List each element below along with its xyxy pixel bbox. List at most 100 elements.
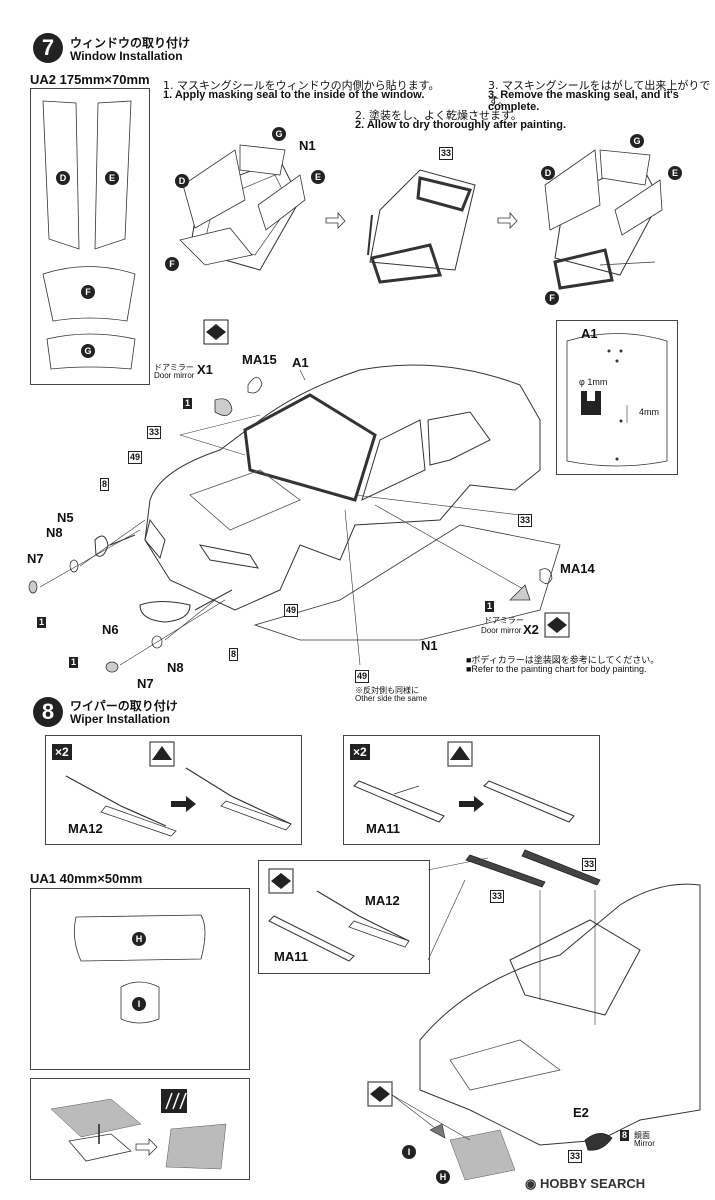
masking-sheet-shapes [42,100,136,370]
step7-instruction-1-jp: 1. マスキングシールをウィンドウの内側から貼ります。 [163,79,440,92]
diamond-marker-x2 [544,612,570,638]
ma11-quantity: ×2 [350,744,370,760]
other-side-note-jp: ※反対側も同様に [355,686,419,695]
step7-instruction-2-jp: 2. 塗装をし、よく乾燥させます。 [355,109,522,122]
color-8-mirror: 8 [620,1130,630,1141]
label-n8-bottom: N8 [167,660,184,675]
a1-roof-inset [556,320,678,475]
ua2-masking-sheet [30,88,150,385]
color-1-x2: 1 [485,601,495,612]
ua1-masking-sheet: H I [30,888,250,1070]
window-1-label-n1: N1 [299,138,316,153]
step7-instruction-3-en: 3. Remove the masking seal, and it's com… [488,89,679,113]
sheet-part-g: G [81,344,95,358]
step7-instruction-1-en: 1. Apply masking seal to the inside of t… [163,89,425,101]
ma12-label-panel: MA12 [68,821,103,836]
window-3-part-e: E [668,166,682,180]
window-1-part-d: D [175,174,189,188]
color-33-windshield: 33 [147,426,162,439]
sheet-part-f: F [81,285,95,299]
ua2-sheet-label: UA2 175mm×70mm [30,72,150,87]
color-1-n7: 1 [37,617,47,628]
label-n5: N5 [57,510,74,525]
window-3-part-g: G [630,134,644,148]
a1-inset-title: A1 [581,326,598,341]
window-1-part-f: F [165,257,179,271]
a1-roof-shape [566,333,668,467]
window-3-part-d: D [541,166,555,180]
wiper-assembly-panel: MA12 MA11 [258,860,430,974]
label-e2: E2 [573,1105,589,1120]
window-2-color-33: 33 [439,147,454,160]
watermark-logo-icon: ◉ [525,1176,540,1191]
ma11-label-panel: MA11 [366,821,400,836]
body-color-note-en: ■Refer to the painting chart for body pa… [466,664,647,674]
ma12-quantity: ×2 [52,744,72,760]
diamond-marker-x1 [203,319,229,345]
mirror-en: Mirror [634,1139,655,1148]
window-1-part-e: E [311,170,325,184]
label-ma14: MA14 [560,561,595,576]
color-8-top: 8 [100,478,110,491]
mesh-shapes [50,1089,227,1170]
color-49-other-side: 49 [355,670,370,683]
label-n6: N6 [102,622,119,637]
label-x2: X2 [523,622,539,637]
door-mirror-jp-left: ドアミラー [154,363,194,372]
color-49-top: 49 [128,451,143,464]
ma11-wiper-panel: ×2 MA11 [343,735,600,845]
front-part-h: H [436,1170,450,1184]
ma12-wiper-shapes [65,741,292,837]
step7-instruction-3-jp: 3. マスキングシールをはがして出来上がりです。 [488,79,711,108]
wiper-assembly-shapes [268,868,410,962]
step-8-title-en: Wiper Installation [70,712,170,726]
color-1-n7-bottom: 1 [69,657,79,668]
sheet-part-d: D [56,171,70,185]
sheet-part-e: E [105,171,119,185]
ua1-sheet-shapes [73,914,206,1024]
front-part-i: I [402,1145,416,1159]
ma12-label-assembly: MA12 [365,893,400,908]
ua1-part-h: H [132,932,146,946]
label-a1: A1 [292,355,309,370]
window-3-part-f: F [545,291,559,305]
body-color-note-jp: ■ボディカラーは塗装図を参考にしてください。 [466,655,660,665]
step-8-title-jp: ワイパーの取り付け [70,699,178,713]
mesh-application-panel [30,1078,250,1180]
color-33-e2: 33 [568,1150,583,1163]
label-x1: X1 [197,362,213,377]
color-49-headlight: 49 [284,604,299,617]
car-body-illustration [28,319,570,673]
color-33-wiper-right: 33 [582,858,597,871]
color-1-x1: 1 [183,398,193,409]
step-7-title-jp: ウィンドウの取り付け [70,36,191,50]
a1-inset-dimension: 4mm [639,407,659,417]
label-n7-bottom: N7 [137,676,154,691]
a1-inset-hole-size: φ 1mm [579,377,608,387]
mirror-jp: 鏡面 [634,1131,650,1140]
ma12-wiper-panel: ×2 MA12 [45,735,302,845]
color-33-wiper-left: 33 [490,890,505,903]
ma11-wiper-shapes [353,741,575,823]
ma11-label-assembly: MA11 [274,949,308,964]
label-n1-underfloor: N1 [421,638,438,653]
label-n8-top: N8 [46,525,63,540]
door-mirror-en-left: Door mirror [154,371,195,380]
hobby-search-watermark: ◉ HOBBY SEARCH [525,1176,646,1191]
other-side-note-en: Other side the same [355,694,428,703]
label-ma15: MA15 [242,352,277,367]
window-install-illustrations [179,144,663,290]
ua1-sheet-label: UA1 40mm×50mm [30,871,143,886]
window-1-part-g: G [272,127,286,141]
label-n7-top: N7 [27,551,44,566]
step-7-badge: 7 [33,33,63,63]
step7-instruction-2-en: 2. Allow to dry thoroughly after paintin… [355,119,567,131]
color-33-side: 33 [518,514,533,527]
door-mirror-jp-right: ドアミラー [484,616,524,625]
color-8-bottom: 8 [229,648,239,661]
door-mirror-en-right: Door mirror [481,626,522,635]
ua1-part-i: I [132,997,146,1011]
step-8-badge: 8 [33,697,63,727]
step-7-title-en: Window Installation [70,49,183,63]
